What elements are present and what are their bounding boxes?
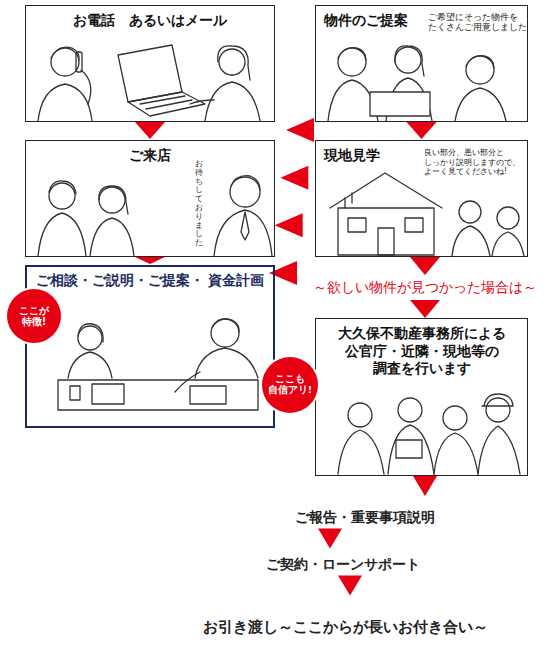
arrow-head xyxy=(407,122,437,139)
flow-arrow xyxy=(338,576,362,596)
arrow-head xyxy=(135,122,165,139)
node-title: ご契約・ローンサポート xyxy=(266,556,420,574)
consult-scene xyxy=(58,319,258,410)
node-title: お電話 あるいはメール xyxy=(34,12,266,30)
flow-arrow xyxy=(269,118,314,285)
node-title: ここが 特徴! xyxy=(7,305,61,328)
shop-scene xyxy=(38,176,272,256)
arrow-head xyxy=(410,300,440,318)
arrow-head xyxy=(413,476,437,496)
flow-arrow xyxy=(318,529,342,549)
step-box: ご相談・ご説明・ご提案・ 資金計画 xyxy=(25,265,275,428)
node-title: ここも 自信アリ! xyxy=(262,374,318,396)
arrow-head xyxy=(410,257,440,275)
phone-scene xyxy=(38,45,260,121)
arrow-head xyxy=(286,118,314,142)
flow-arrow xyxy=(135,257,165,264)
survey-scene xyxy=(338,394,520,474)
node-title: ご来店 xyxy=(34,147,266,165)
flow-arrow xyxy=(135,122,165,139)
arrow-head xyxy=(275,213,303,237)
step-box: お電話 あるいはメール xyxy=(25,5,275,122)
arrow-head xyxy=(318,529,342,549)
step-text: ご契約・ローンサポート xyxy=(266,556,420,574)
edge-label: ～欲しい物件が見つかった場合は～ xyxy=(310,279,540,296)
step-box: ご来店 xyxy=(25,140,275,257)
node-title: 大久保不動産事務所による 公官庁・近隣・現地等の 調査を行います xyxy=(324,325,519,378)
flow-arrow xyxy=(407,122,437,139)
speech-text-vertical: お待ちしておりました xyxy=(195,160,203,248)
proposal-scene xyxy=(328,46,506,121)
feature-badge: ここが 特徴! xyxy=(7,289,61,343)
node-title: お引き渡し～ここからが長いお付き合い～ xyxy=(203,618,488,637)
step-box: 大久保不動産事務所による 公官庁・近隣・現地等の 調査を行います xyxy=(315,318,528,476)
step-box: 現地見学 xyxy=(315,140,528,257)
arrow-head xyxy=(135,257,165,264)
house-scene xyxy=(330,173,524,256)
feature-badge: ここも 自信アリ! xyxy=(262,357,318,413)
speech-text: 良い部分、悪い部分と しっかり説明しますので、 よーく見てくださいね! xyxy=(424,148,528,177)
flow-arrow xyxy=(413,476,437,496)
speech-text: ご希望にそった物件を たくさんご用意しました xyxy=(428,12,526,32)
arrow-head xyxy=(280,166,308,190)
node-title: ご相談・ご説明・ご提案・ 資金計画 xyxy=(35,272,265,290)
step-text: お引き渡し～ここからが長いお付き合い～ xyxy=(203,618,488,637)
step-text: ご報告・重要事項説明 xyxy=(295,509,435,527)
node-title: ご報告・重要事項説明 xyxy=(295,509,435,527)
arrow-head xyxy=(338,576,362,596)
